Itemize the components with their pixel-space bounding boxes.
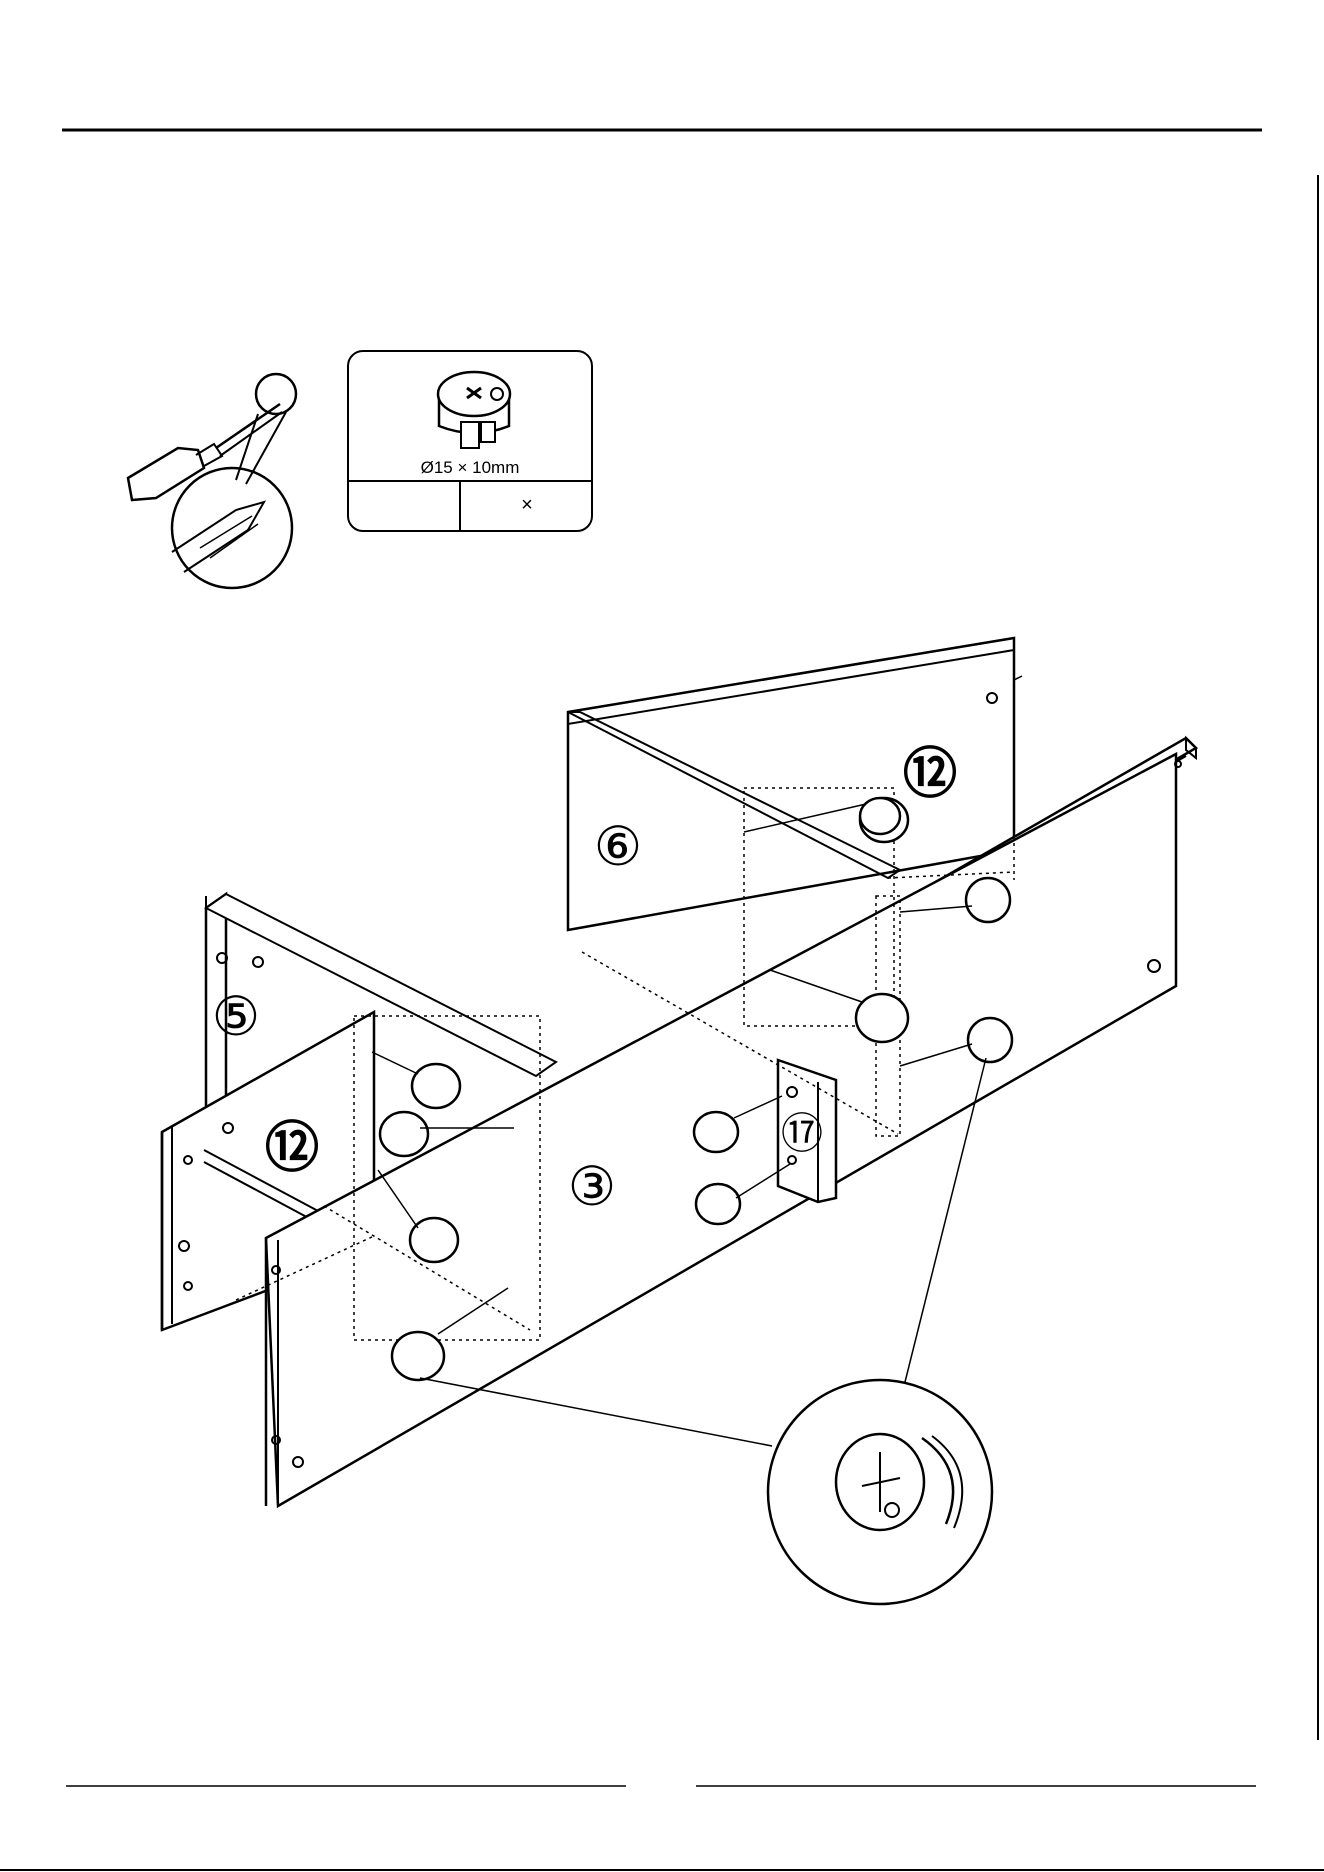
hardware-quantity-symbol: × (461, 494, 593, 517)
part-label-12-upper: ⑫ (904, 742, 956, 794)
part-label-12-lower: ⑫ (266, 1116, 318, 1168)
hardware-divider (349, 480, 591, 482)
part-label-5: ⑤ (210, 990, 262, 1042)
hardware-card: Ø15 × 10mm × (347, 350, 593, 532)
hardware-size: Ø15 × 10mm (349, 458, 591, 478)
part-label-17: ⑰ (776, 1104, 828, 1156)
cam-lock-detail-icon (768, 1380, 992, 1604)
cam-lock-icon (419, 358, 529, 454)
part-label-3: ③ (566, 1160, 618, 1212)
part-label-6: ⑥ (592, 820, 644, 872)
screwdriver-icon (128, 374, 296, 588)
